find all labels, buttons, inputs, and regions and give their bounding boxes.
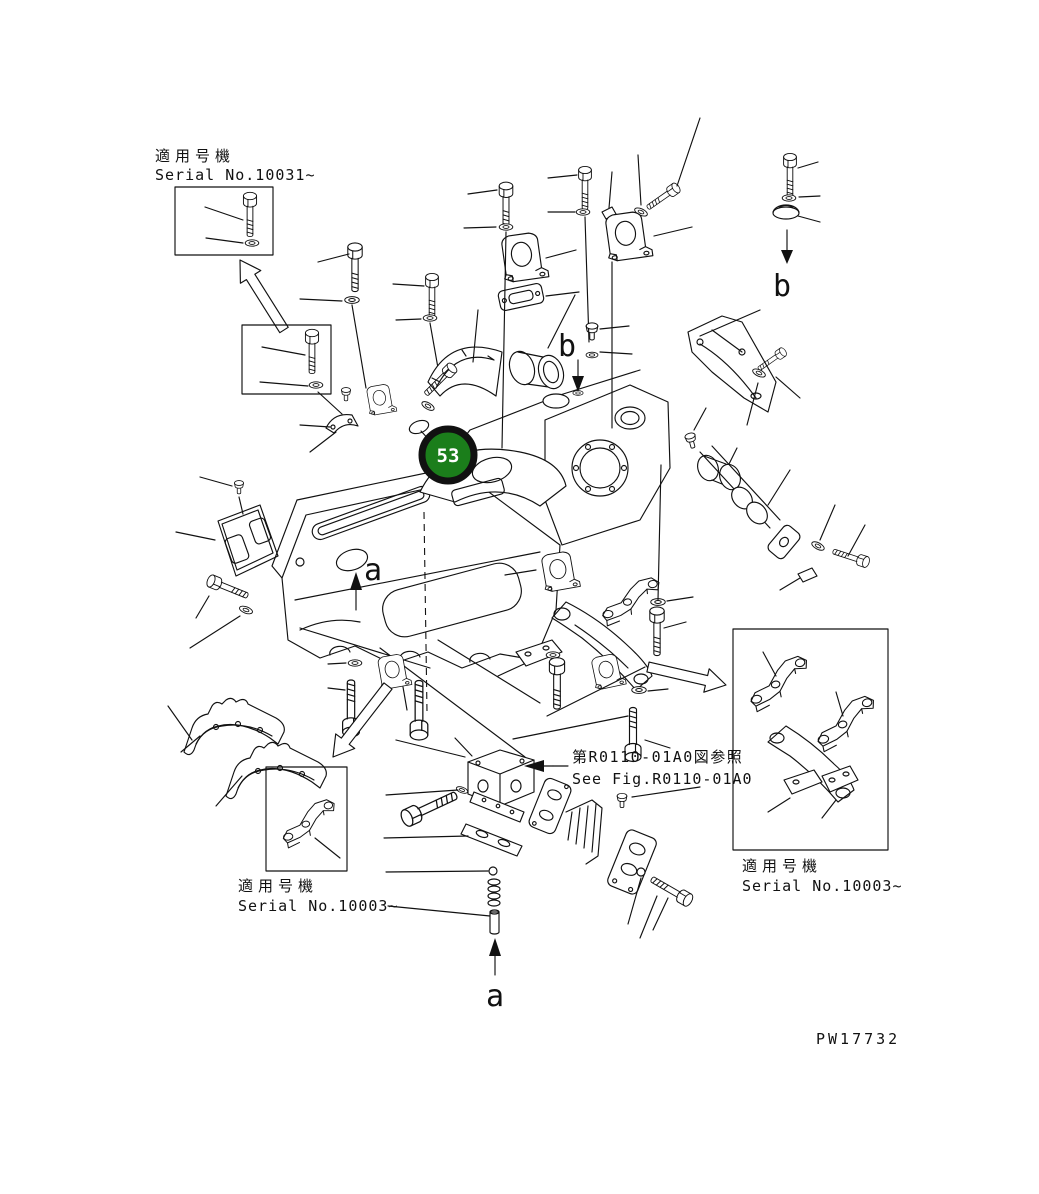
reference-arrow-up bbox=[239, 259, 289, 334]
cylinder-sleeve bbox=[508, 350, 565, 390]
bottom-right-serial-jp: 適用号機 bbox=[742, 857, 822, 875]
washer bbox=[572, 390, 584, 396]
leader-lines bbox=[189, 595, 541, 758]
view-letter-b-top: b bbox=[773, 269, 791, 304]
a-marker-mid: a bbox=[350, 511, 428, 713]
half-clamp bbox=[408, 419, 430, 435]
leader-lines bbox=[327, 662, 408, 711]
washer bbox=[498, 223, 514, 231]
leader-lines bbox=[627, 786, 701, 939]
washer bbox=[308, 381, 324, 389]
leader-lines bbox=[383, 737, 491, 917]
washer bbox=[585, 351, 599, 359]
b-marker-top: b bbox=[772, 152, 800, 304]
washer bbox=[631, 686, 647, 694]
support-rod bbox=[683, 407, 872, 591]
see-fig-arrow bbox=[524, 760, 544, 772]
pad-plate bbox=[515, 639, 563, 667]
top-left-serial-en: Serial No.10031~ bbox=[155, 166, 316, 184]
washer bbox=[344, 296, 360, 304]
gasket-small bbox=[528, 777, 572, 835]
balloon-ring bbox=[418, 425, 478, 485]
valve-assembly: a bbox=[383, 737, 701, 1014]
bottom-left-serial-en: Serial No.10003~ bbox=[238, 897, 399, 915]
direction-arrow-head bbox=[350, 572, 362, 590]
mount-seat bbox=[542, 393, 570, 409]
washer bbox=[575, 208, 591, 216]
bottom-right-serial-en: Serial No.10003~ bbox=[742, 877, 903, 895]
detail-box-10003-right bbox=[732, 628, 889, 851]
clip bbox=[797, 567, 818, 583]
oval-plate bbox=[607, 829, 657, 895]
leader-lines bbox=[497, 464, 694, 749]
reference-arrow-right bbox=[646, 661, 727, 693]
assembly-axis-lines bbox=[351, 216, 613, 449]
leader-lines bbox=[259, 346, 343, 415]
direction-arrow-head bbox=[489, 938, 501, 956]
part-callout-53[interactable]: 53 bbox=[418, 425, 478, 485]
top-fasteners bbox=[299, 117, 821, 449]
view-letter-a-mid: a bbox=[364, 553, 382, 588]
right-heat-shield bbox=[687, 309, 801, 426]
manifold-assembly: b a bbox=[175, 294, 872, 758]
saddle-shield bbox=[427, 294, 576, 397]
comb-shield bbox=[565, 799, 603, 865]
washer bbox=[422, 314, 438, 322]
cap-plug bbox=[772, 204, 800, 220]
check-ball bbox=[636, 867, 646, 877]
view-letter-a-bottom: a bbox=[486, 979, 504, 1014]
reference-arrow-downleft bbox=[332, 682, 393, 758]
check-ball bbox=[488, 866, 498, 876]
direction-arrow-head bbox=[572, 376, 584, 392]
leader-lines bbox=[762, 651, 844, 819]
long-support-bracket bbox=[551, 601, 653, 691]
pin bbox=[489, 909, 500, 935]
center-bracket-cluster bbox=[497, 464, 727, 763]
detail-box-10003-left bbox=[265, 766, 348, 872]
see-fig-note: 第R0110-01A0図参照 See Fig.R0110-01A0 bbox=[524, 748, 753, 788]
bolt-washer-detail-box bbox=[241, 324, 343, 415]
balloon-number: 53 bbox=[437, 445, 460, 467]
detail-box-bolt bbox=[241, 324, 332, 395]
rod-end-flange bbox=[767, 524, 801, 560]
rear-block-flange bbox=[544, 384, 671, 546]
top-left-serial-note: 適用号機 Serial No.10031~ bbox=[155, 147, 316, 334]
washer bbox=[347, 659, 363, 667]
see-fig-en: See Fig.R0110-01A0 bbox=[572, 770, 753, 788]
direction-arrow-head bbox=[781, 250, 793, 264]
washer bbox=[244, 239, 260, 247]
see-fig-jp: 第R0110-01A0図参照 bbox=[572, 748, 743, 766]
detail-box-10031 bbox=[174, 186, 274, 256]
hidden-axis-line bbox=[423, 511, 428, 713]
leader-lines bbox=[204, 206, 244, 244]
small-clamp-row bbox=[299, 382, 433, 453]
leader-lines bbox=[167, 705, 243, 807]
b-marker-mid: b bbox=[542, 322, 633, 409]
top-left-serial-jp: 適用号機 bbox=[155, 147, 235, 165]
leader-lines bbox=[299, 117, 821, 321]
drawing-number: PW17732 bbox=[816, 1030, 900, 1048]
pad-plate bbox=[783, 769, 823, 795]
view-letter-b-mid: b bbox=[558, 329, 576, 364]
leader-line bbox=[314, 837, 341, 859]
gasket-plate bbox=[497, 282, 545, 312]
bottom-left-cluster: 適用号機 Serial No.10003~ bbox=[167, 652, 429, 915]
bottom-left-serial-jp: 適用号機 bbox=[238, 877, 318, 895]
side-cover-plate bbox=[175, 476, 279, 577]
washer bbox=[781, 194, 797, 202]
right-detail-box: 適用号機 Serial No.10003~ bbox=[732, 628, 903, 895]
